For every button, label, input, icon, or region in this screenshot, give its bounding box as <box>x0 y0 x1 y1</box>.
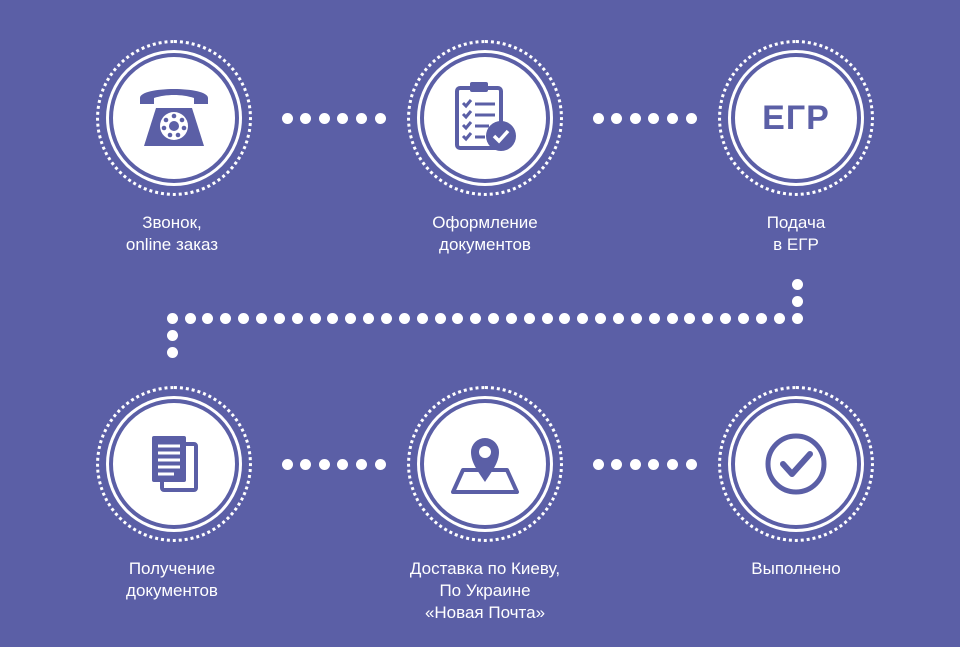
connector-dot <box>791 312 803 324</box>
step-1-circle <box>109 53 239 183</box>
connector-dot <box>374 458 386 470</box>
connector-dot <box>273 312 285 324</box>
documents-icon <box>152 436 198 492</box>
connector-dot <box>337 458 349 470</box>
connector-dot <box>613 312 624 324</box>
step-3-ring <box>718 40 874 196</box>
connector-dot <box>685 458 697 470</box>
connector-dot <box>363 312 375 324</box>
connector-dot <box>337 112 349 124</box>
connector-dot <box>755 312 767 324</box>
connector-dot <box>380 312 392 324</box>
connector-dot <box>702 312 714 324</box>
step-5-ring <box>407 386 563 542</box>
checkmark-circle-icon <box>765 433 827 495</box>
connector-dot <box>238 312 250 324</box>
connector-dot <box>629 112 641 124</box>
step-3-label: Подача в ЕГР <box>766 213 826 254</box>
connector-dot <box>523 312 535 324</box>
connector-dot <box>773 312 785 324</box>
step-4-circle <box>109 399 239 529</box>
connector-dot <box>685 112 697 124</box>
egr-text-icon: ЕГР <box>762 98 830 137</box>
step-6-label: Выполнено <box>751 559 841 578</box>
step-2-ring <box>407 40 563 196</box>
connector-dot <box>318 458 330 470</box>
connector-dot <box>318 112 330 124</box>
connector-dot <box>256 312 267 324</box>
step-6-circle <box>731 399 861 529</box>
step-5-circle <box>420 399 550 529</box>
connector-dot <box>345 312 357 324</box>
connector-dot <box>355 112 367 124</box>
step-1-ring <box>96 40 252 196</box>
connector-dot <box>281 458 293 470</box>
connector-dot <box>720 312 732 324</box>
connector-dot <box>595 312 607 324</box>
connector-dot <box>611 458 623 470</box>
step-4-ring <box>96 386 252 542</box>
connector-dot <box>648 458 660 470</box>
connector-dot <box>300 458 312 470</box>
connector-dot <box>374 112 386 124</box>
connector-dot <box>202 312 214 324</box>
connector-dot <box>592 458 604 470</box>
connector-dot <box>452 312 464 324</box>
connector-dot <box>166 312 178 324</box>
connector-dot <box>611 112 623 124</box>
telephone-icon <box>140 89 208 146</box>
map-pin-icon <box>451 438 519 494</box>
connector-dot <box>684 312 696 324</box>
connector-dot <box>737 312 749 324</box>
step-5-label: Доставка по Киеву, По Украине «Новая Поч… <box>409 559 561 622</box>
connector-dot <box>309 312 321 324</box>
connector-dot <box>630 312 642 324</box>
connector-dot <box>666 112 678 124</box>
connector-dot <box>505 312 517 324</box>
step-2-circle <box>420 53 550 183</box>
connector-dot <box>470 312 482 324</box>
connector-dot <box>220 312 232 324</box>
connector-dot <box>648 112 660 124</box>
connector-dot <box>300 112 312 124</box>
connector-dot <box>434 312 446 324</box>
connector-dot <box>416 312 428 324</box>
connector-dot <box>291 312 303 324</box>
clipboard-checklist-icon <box>455 82 516 151</box>
connector-dot <box>666 312 678 324</box>
step-4-label: Получение документов <box>126 559 218 600</box>
connector-dot <box>166 329 178 341</box>
connector-dot <box>355 458 367 470</box>
connector-dot <box>648 312 660 324</box>
connector-dot <box>791 295 803 307</box>
connector-dot <box>666 458 678 470</box>
connector-dot <box>577 312 589 324</box>
step-3-circle: ЕГР <box>731 53 861 183</box>
connector-dot <box>281 112 293 124</box>
step-6-ring <box>718 386 874 542</box>
connector-dot <box>398 312 410 324</box>
connector-dot <box>791 278 803 290</box>
step-1-label: Звонок, online заказ <box>125 213 219 254</box>
connector-dot <box>184 312 196 324</box>
connector-dot <box>166 346 178 358</box>
connector-dot <box>488 312 500 324</box>
step-2-label: Оформление документов <box>432 213 538 254</box>
connector-dot <box>592 112 604 124</box>
connector-dot <box>327 312 339 324</box>
connector-dot <box>541 312 553 324</box>
connector-dot <box>629 458 641 470</box>
connector-dot <box>559 312 571 324</box>
